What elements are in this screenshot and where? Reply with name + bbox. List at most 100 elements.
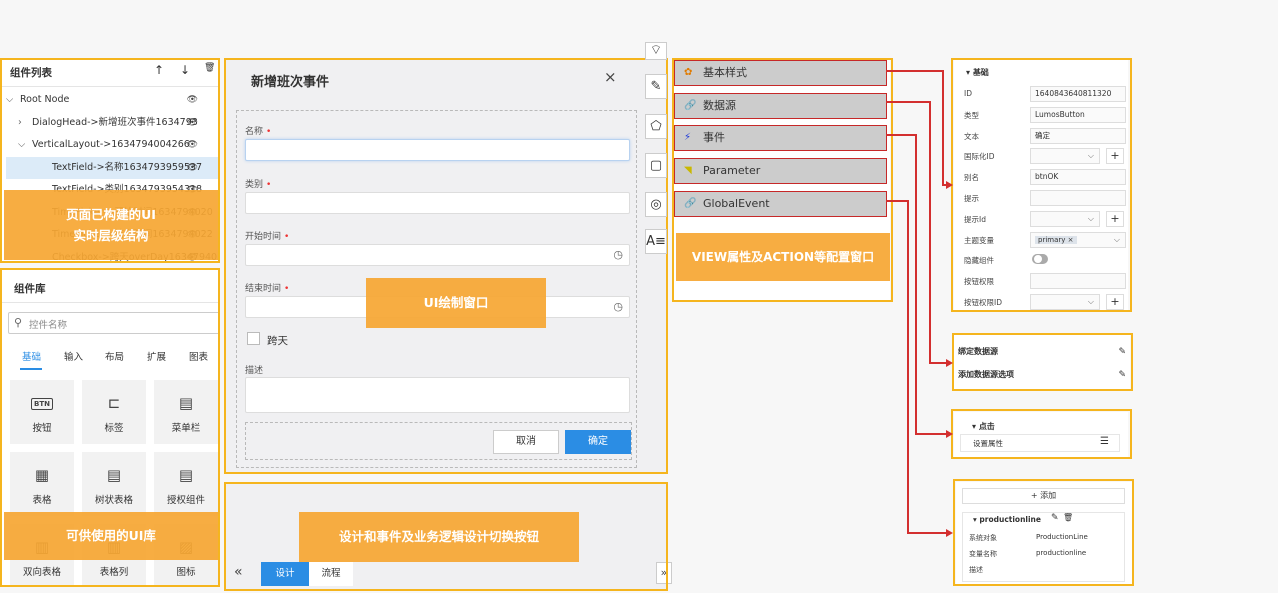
global-frame [953,479,1134,586]
move-up-icon[interactable]: ↑ [154,63,165,77]
global-key: 变量名称 [969,550,997,558]
library-tile[interactable]: ▤菜单栏 [154,380,218,444]
add-button[interactable]: + 添加 [962,488,1125,504]
chevron-icon[interactable]: ⌵ [6,94,14,105]
clock-icon[interactable]: ◷ [613,300,623,313]
global-section-head[interactable]: ▾ productionline [973,515,1041,524]
event-section[interactable]: ▾ 点击 [972,422,995,431]
field-label: 类别• [245,180,272,190]
prop-value-input[interactable]: btnOK [1030,169,1126,186]
section-toggle[interactable]: ▾ 基础 [966,68,989,77]
prop-value-input[interactable] [1030,252,1126,268]
collapse-right-icon[interactable]: » [656,562,672,584]
library-tile[interactable]: ▦表格 [10,452,74,516]
library-tab[interactable]: 图表 [189,352,209,363]
prop-value-input[interactable]: primary ×⌵ [1030,231,1126,248]
prop-value-input[interactable] [1030,190,1126,206]
prop-key: 提示 [964,194,979,203]
add-icon[interactable]: + [1106,294,1124,310]
layers-tool-icon[interactable]: ⌔ [645,42,667,60]
text-tool-icon[interactable]: A≡ [645,229,667,254]
tab-flow[interactable]: 流程 [309,562,353,586]
config-menu-item[interactable]: 🔗 GlobalEvent [674,191,887,217]
close-icon[interactable]: × [604,68,617,86]
datasource-action[interactable]: 添加数据源选项✎ [958,366,1126,384]
library-tile[interactable]: ▤授权组件 [154,452,218,516]
prop-value-input[interactable]: LumosButton [1030,106,1126,123]
chevron-icon[interactable]: › [18,116,22,128]
component-label: 表格列 [99,567,129,578]
fill-tool-icon[interactable]: ⬠ [645,114,667,139]
toggle-switch[interactable] [1032,254,1048,265]
library-tab[interactable]: 输入 [64,352,84,363]
trash-icon[interactable]: 🗑 [1063,513,1074,522]
theme-tool-icon[interactable]: ◎ [645,192,667,217]
tree-node[interactable]: ›DialogHead->新增班次事件1634793👁 [6,112,218,134]
border-tool-icon[interactable]: ▢ [645,153,667,178]
add-icon[interactable]: + [1106,210,1124,227]
config-menu-item[interactable]: ✿基本样式 [674,60,887,86]
prop-value-input[interactable]: 1640843640811320 [1030,86,1126,102]
prop-value-input[interactable] [1030,273,1126,290]
prop-value-input[interactable]: ⌵ [1030,210,1100,227]
config-menu-item[interactable]: ⚡事件 [674,125,887,151]
prop-key: 按钮权限 [964,277,994,287]
chevron-icon[interactable]: ⌵ [18,139,26,150]
delete-icon[interactable]: 🗑 [204,63,216,73]
clock-icon[interactable]: ◷ [613,248,623,261]
cancel-button[interactable]: 取消 [493,430,559,454]
component-label: 树状表格 [94,495,133,506]
tab-design[interactable]: 设计 [261,562,309,586]
text-input[interactable] [245,192,630,214]
datasource-action[interactable]: 绑定数据源✎ [958,343,1126,361]
add-icon[interactable]: + [1106,148,1124,165]
library-tile[interactable]: ▤树状表格 [82,452,146,516]
tree-node[interactable]: ⌵Root Node👁 [6,89,218,111]
config-menu-item[interactable]: ◥Parameter [674,158,887,184]
eye-icon[interactable]: 👁 [186,162,198,173]
chevron-down-icon[interactable]: ⌵ [1087,213,1094,223]
eye-icon[interactable]: 👁 [186,117,198,128]
chevron-down-icon[interactable]: ⌵ [1113,234,1120,244]
library-tile[interactable]: ⊏标签 [82,380,146,444]
text-input[interactable] [245,139,630,161]
component-label: 授权组件 [166,495,205,506]
eye-icon[interactable]: 👁 [186,140,198,150]
move-down-icon[interactable]: ↓ [180,63,191,77]
menu-label: 基本样式 [703,66,747,79]
component-label: 按钮 [32,423,52,434]
search-input[interactable]: 控件名称 [29,320,68,331]
chevron-down-icon[interactable]: ⌵ [1087,151,1094,161]
menu-icon: 🔗 [684,198,697,209]
edit-icon[interactable]: ✎ [1118,370,1126,380]
library-tab[interactable]: 基础 [22,352,42,363]
tree-node-label: TextField->名称1634793959537 [52,161,203,173]
confirm-button[interactable]: 确定 [565,430,631,454]
component-icon: ⊏ [107,394,121,412]
config-menu-item[interactable]: 🔗数据源 [674,93,887,119]
settings-sliders-icon[interactable]: ☰ [1100,436,1109,447]
eye-icon[interactable]: 👁 [186,95,198,105]
library-tab[interactable]: 布局 [105,352,125,363]
desc-textarea[interactable] [245,377,630,413]
library-tab[interactable]: 扩展 [147,352,167,363]
collapse-left-icon[interactable]: « [234,564,243,580]
prop-value-input[interactable]: ⌵ [1030,148,1100,165]
prop-value-input[interactable]: 确定 [1030,127,1126,144]
set-property-row[interactable]: 设置属性 ☰ [960,434,1120,452]
tree-node[interactable]: ⌵VerticalLayout->1634794004266👁 [6,134,218,156]
edit-icon[interactable]: ✎ [1051,513,1059,523]
component-search[interactable]: ⚲ 控件名称 [8,312,218,334]
chevron-down-icon[interactable]: ⌵ [1087,297,1094,306]
overday-label: 跨天 [267,335,288,347]
prop-key: 隐藏组件 [964,256,994,266]
tree-node[interactable]: TextField->名称1634793959537👁 [6,156,218,179]
brush-tool-icon[interactable]: ✎ [645,74,667,99]
text-input[interactable]: ◷ [245,244,630,266]
overday-checkbox[interactable] [247,332,260,345]
menu-label: GlobalEvent [703,197,770,210]
edit-icon[interactable]: ✎ [1118,347,1126,357]
prop-value-input[interactable]: ⌵ [1030,294,1100,310]
